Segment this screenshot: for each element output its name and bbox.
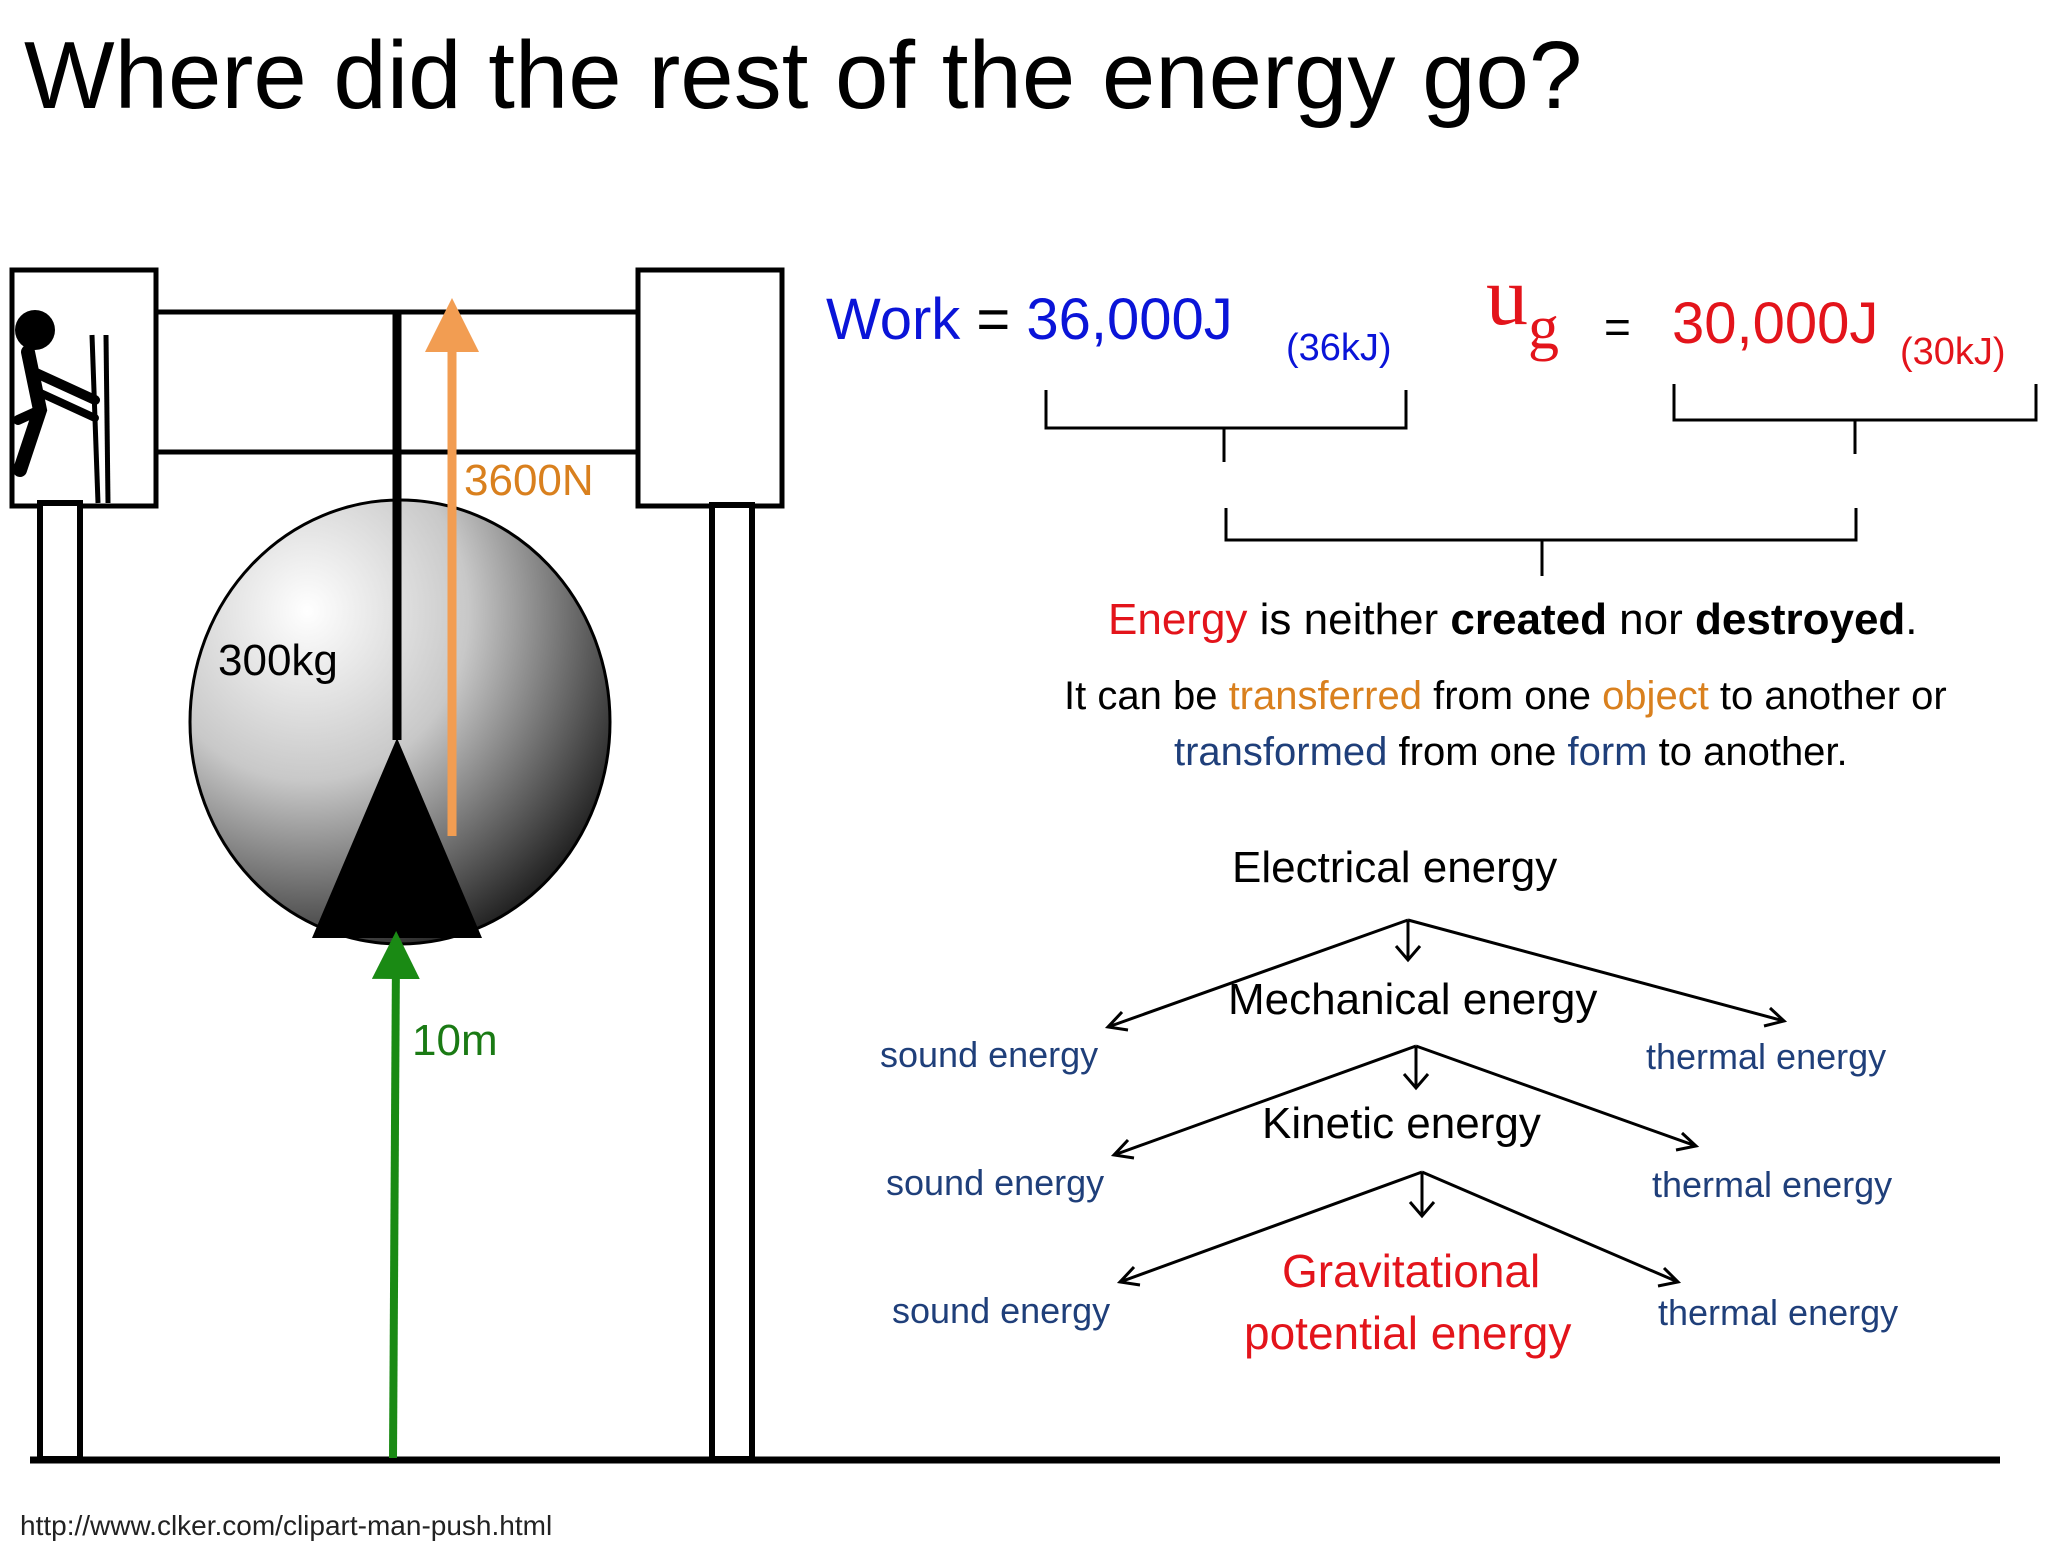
work-kj: (36kJ) — [1286, 327, 1392, 369]
right-leg — [709, 502, 755, 1462]
sound-energy-2: sound energy — [886, 1162, 1105, 1203]
conservation-statement: Energy is neither created nor destroyed. — [1108, 595, 1918, 644]
ug-brace — [1672, 384, 2038, 454]
ug-symbol: ug — [1486, 250, 1559, 363]
electrical-energy-label: Electrical energy — [1232, 843, 1558, 892]
page-title: Where did the rest of the energy go? — [24, 22, 1583, 129]
thermal-energy-1: thermal energy — [1646, 1036, 1887, 1077]
kinetic-energy-label: Kinetic energy — [1262, 1099, 1541, 1148]
source-credit: http://www.clker.com/clipart-man-push.ht… — [20, 1510, 553, 1541]
work-equation: Work = 36,000J — [826, 288, 1233, 352]
left-leg — [37, 500, 83, 1462]
transfer-line: It can be transferred from one object to… — [1064, 674, 1947, 718]
height-arrow — [371, 931, 420, 1459]
force-label: 3600N — [464, 456, 594, 505]
height-label: 10m — [412, 1016, 498, 1065]
ug-kj: (30kJ) — [1900, 331, 2006, 373]
thermal-energy-2: thermal energy — [1652, 1164, 1893, 1205]
combining-brace — [1224, 508, 1858, 576]
mass-label: 300kg — [218, 636, 338, 685]
gpe-label-line1: Gravitational — [1282, 1245, 1541, 1297]
transform-line: transformed from one form to another. — [1174, 730, 1848, 774]
ug-value: 30,000J — [1672, 291, 1879, 356]
ug-equals: = — [1604, 301, 1631, 353]
equals-sign: = — [976, 287, 1011, 352]
ug-subscript: g — [1528, 294, 1559, 362]
energy-chain-arrows — [1104, 918, 1788, 1288]
work-value: 36,000J — [1026, 287, 1233, 352]
work-word: Work — [826, 287, 961, 352]
right-housing-box — [635, 267, 785, 509]
gpe-label-line2: potential energy — [1244, 1307, 1572, 1359]
man-pushing-icon — [13, 310, 111, 504]
sound-energy-1: sound energy — [880, 1034, 1099, 1075]
sound-energy-3: sound energy — [892, 1290, 1111, 1331]
pulley-triangle — [312, 738, 482, 938]
mechanical-energy-label: Mechanical energy — [1228, 975, 1598, 1024]
work-brace — [1044, 390, 1408, 462]
thermal-energy-3: thermal energy — [1658, 1292, 1899, 1333]
